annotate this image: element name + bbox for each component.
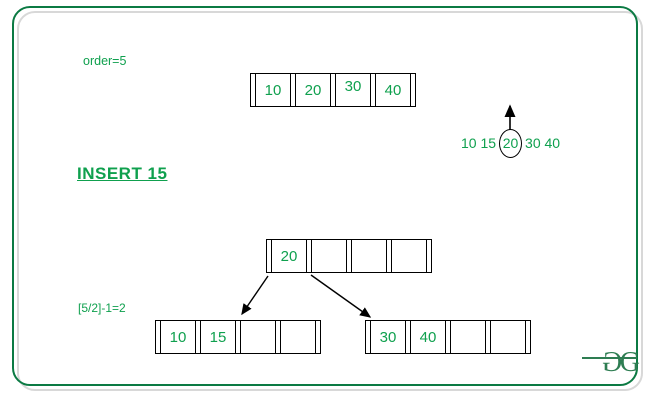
key-cell: 30 [370, 320, 406, 354]
key-value: 10 [169, 328, 187, 346]
slide-border [12, 6, 638, 386]
key-cell: 40 [410, 320, 446, 354]
key-cell [450, 320, 486, 354]
btree-node-right-child: 30 40 [365, 320, 531, 354]
geeksforgeeks-logo: G G [582, 347, 640, 379]
key-value: 15 [209, 328, 227, 346]
key-value: 10 [264, 81, 282, 99]
sequence-before: 10 15 [461, 135, 497, 151]
right-child-arrow [310, 274, 372, 318]
sorted-sequence: 10 15 20 30 40 [461, 126, 560, 160]
logo-top-bar [582, 357, 637, 359]
split-formula-label: [5/2]-1=2 [78, 301, 126, 315]
left-child-arrow [241, 275, 269, 316]
key-cell: 15 [200, 320, 236, 354]
key-cell: 30 [335, 73, 371, 107]
btree-node-left-child: 10 15 [155, 320, 321, 354]
key-cell [391, 239, 427, 273]
insert-heading: INSERT 15 [77, 164, 168, 183]
key-value: 30 [379, 328, 397, 346]
child-pointer-arrows [241, 274, 372, 318]
key-value: 40 [384, 81, 402, 99]
order-label: order=5 [83, 54, 127, 68]
key-cell [240, 320, 276, 354]
key-cell [490, 320, 526, 354]
pointer-slot [426, 239, 432, 273]
slide-border-shadow [17, 11, 643, 391]
key-value: 20 [280, 247, 298, 265]
btree-node-root: 20 [266, 239, 432, 273]
key-cell [351, 239, 387, 273]
key-value: 40 [419, 328, 437, 346]
key-cell [311, 239, 347, 273]
pointer-slot [410, 73, 416, 107]
median-up-arrow [504, 104, 516, 130]
circled-median: 20 [499, 128, 523, 158]
pointer-slot [525, 320, 531, 354]
btree-node-initial: 10 20 30 40 [250, 73, 416, 107]
key-value: 30 [344, 77, 362, 95]
key-value: 20 [304, 81, 322, 99]
sequence-after: 30 40 [525, 135, 561, 151]
key-cell: 10 [255, 73, 291, 107]
key-cell: 10 [160, 320, 196, 354]
key-cell: 40 [375, 73, 411, 107]
logo-letter-mirrored-g: G [601, 347, 622, 378]
logo-letter-g: G [619, 347, 640, 378]
key-cell: 20 [271, 239, 307, 273]
key-cell: 20 [295, 73, 331, 107]
key-cell [280, 320, 316, 354]
pointer-slot [315, 320, 321, 354]
